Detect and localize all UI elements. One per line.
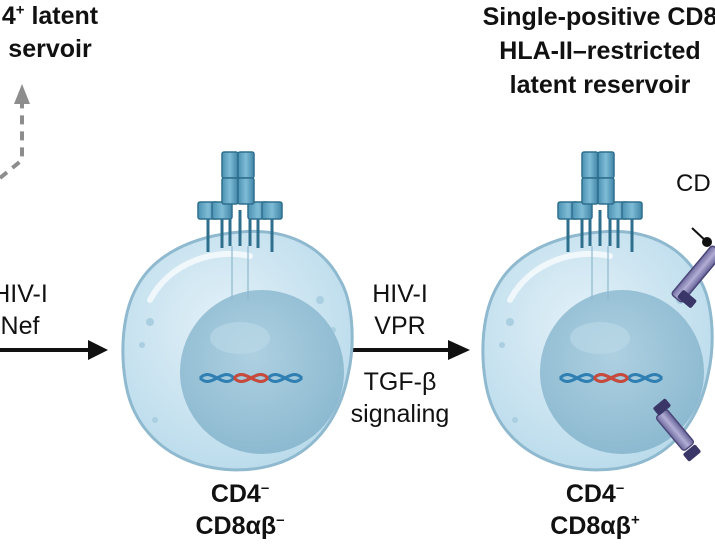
cell2-sup1: – <box>615 479 625 497</box>
hiv-vpr-line1: HIV-I <box>372 280 428 308</box>
cell1-sup2: – <box>276 511 285 529</box>
hiv-nef-label: HIV-I Nef <box>0 278 80 342</box>
dashed-arrow-icon <box>0 84 30 180</box>
tcr-complex-icon <box>557 151 643 300</box>
right-title-line1: Single-positive CD8 <box>482 3 715 31</box>
dna-helix-icon <box>198 373 304 383</box>
cell2-sup2: + <box>630 511 640 529</box>
tgf-line2: signaling <box>350 400 450 428</box>
dna-helix-icon <box>558 373 664 383</box>
cd8-label: CD <box>676 170 711 197</box>
tgf-line1: TGF-β <box>363 368 437 396</box>
left-reservoir-title: 4+ latent servoir <box>0 0 160 66</box>
tcr-complex-icon <box>197 151 283 300</box>
right-title-line2: HLA-II–restricted <box>499 37 701 65</box>
right-arrow-icon <box>0 340 108 360</box>
cell1-phenotype-label: CD4– CD8αβ– <box>150 478 330 542</box>
left-title-line2: servoir <box>8 35 92 63</box>
cell2-phenotype-label: CD4– CD8αβ+ <box>505 478 685 542</box>
hiv-vpr-label: HIV-I VPR <box>340 278 460 342</box>
cell1-line2: CD8αβ <box>195 512 277 540</box>
cd8-receptor-icon <box>671 227 715 308</box>
cell1-line1: CD4 <box>210 480 261 508</box>
left-title-sup: + <box>15 1 25 19</box>
t-cell-icon <box>121 229 354 472</box>
right-title-line3: latent reservoir <box>509 71 691 99</box>
left-title-line1b: latent <box>24 2 99 30</box>
hiv-nef-line1: HIV-I <box>0 280 48 308</box>
left-title-line1: 4 <box>1 2 16 30</box>
hiv-nef-line2: Nef <box>0 312 40 340</box>
cd8-receptor-icon <box>653 398 701 462</box>
cell2-line2: CD8αβ <box>550 512 631 540</box>
right-reservoir-title: Single-positive CD8 HLA-II–restricted la… <box>420 0 715 102</box>
right-arrow-icon <box>352 340 470 360</box>
cell1-sup1: – <box>260 479 270 497</box>
tgf-beta-label: TGF-β signaling <box>330 366 470 430</box>
cell2-line1: CD4 <box>565 480 616 508</box>
hiv-vpr-line2: VPR <box>374 312 426 340</box>
